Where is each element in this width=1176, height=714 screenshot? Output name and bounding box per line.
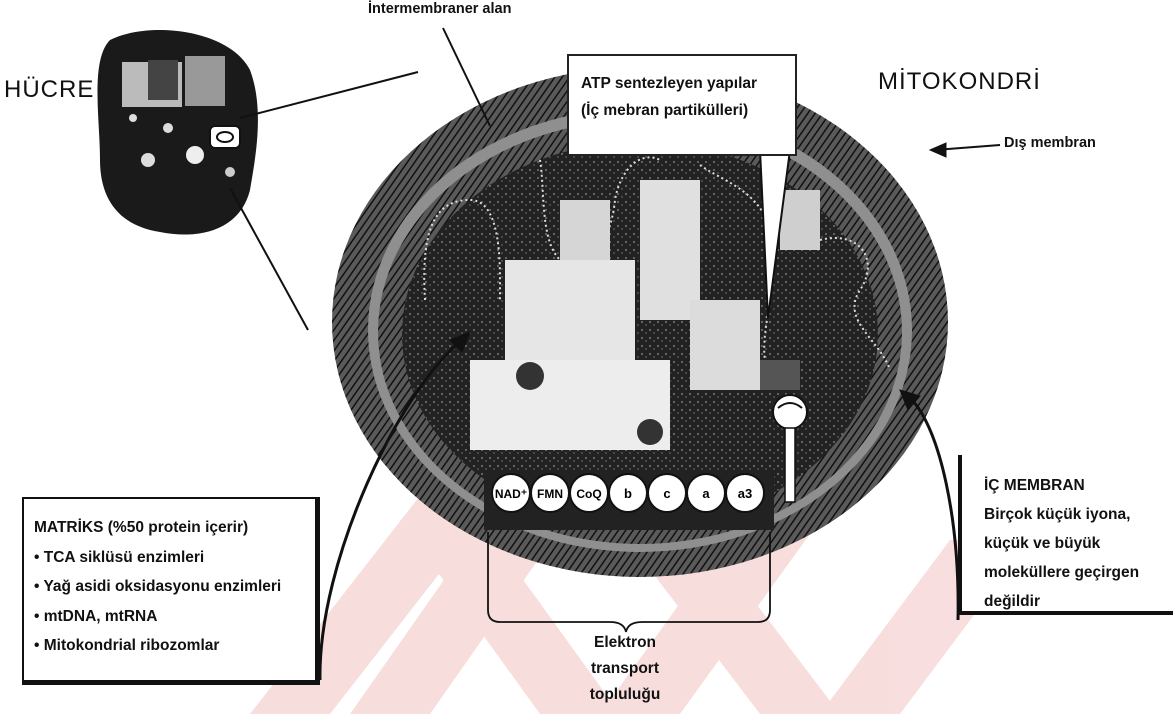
atp-line-1: ATP sentezleyen yapılar xyxy=(581,70,795,97)
et-line-1: Elektron xyxy=(560,630,690,656)
atp-line-2: (İç mebran partikülleri) xyxy=(581,97,795,124)
carrier-label: c xyxy=(663,486,670,501)
carrier-b: b xyxy=(609,474,647,512)
inner-membrane-callout: İÇ MEMBRAN Birçok küçük iyona, küçük ve … xyxy=(958,455,1173,615)
carrier-fmn: FMN xyxy=(531,474,569,512)
atp-synthase-callout: ATP sentezleyen yapılar (İç mebran parti… xyxy=(567,54,797,156)
matrix-item: • Mitokondrial ribozomlar xyxy=(34,631,307,661)
matrix-title: MATRİKS (%50 protein içerir) xyxy=(34,513,307,543)
inner-membrane-line: Birçok küçük iyona, xyxy=(984,500,1163,529)
matrix-item: • mtDNA, mtRNA xyxy=(34,602,307,632)
inner-membrane-line: değildir xyxy=(984,587,1163,616)
carrier-label: a3 xyxy=(738,486,752,501)
carrier-label: a xyxy=(702,486,710,501)
et-line-3: topluluğu xyxy=(560,682,690,708)
carrier-label: NAD⁺ xyxy=(495,487,527,501)
matrix-item: • TCA siklüsü enzimleri xyxy=(34,543,307,573)
carrier-a3: a3 xyxy=(726,474,764,512)
electron-transport-carriers: NAD⁺ FMN CoQ b c a a3 xyxy=(484,470,774,530)
inner-membrane-title: İÇ MEMBRAN xyxy=(984,471,1163,500)
carrier-a: a xyxy=(687,474,725,512)
et-line-2: transport xyxy=(560,656,690,682)
intermembrane-label: İntermembraner alan xyxy=(368,1,511,17)
inner-membrane-line: küçük ve büyük xyxy=(984,529,1163,558)
mitochondria-title: MİTOKONDRİ xyxy=(878,68,1041,96)
inner-membrane-line: moleküllere geçirgen xyxy=(984,558,1163,587)
carrier-label: FMN xyxy=(537,487,563,501)
cell-title: HÜCRE xyxy=(4,76,94,104)
cell-mito-highlight xyxy=(210,126,240,148)
carrier-label: b xyxy=(624,486,632,501)
cell-illustration xyxy=(98,30,258,235)
matrix-item: • Yağ asidi oksidasyonu enzimleri xyxy=(34,572,307,602)
electron-transport-label: Elektron transport topluluğu xyxy=(560,630,690,708)
carrier-coq: CoQ xyxy=(570,474,608,512)
carrier-c: c xyxy=(648,474,686,512)
outer-membrane-label: Dış membran xyxy=(1004,135,1096,151)
carrier-nad: NAD⁺ xyxy=(492,474,530,512)
matrix-callout: MATRİKS (%50 protein içerir) • TCA siklü… xyxy=(22,497,320,685)
carrier-label: CoQ xyxy=(576,487,601,501)
